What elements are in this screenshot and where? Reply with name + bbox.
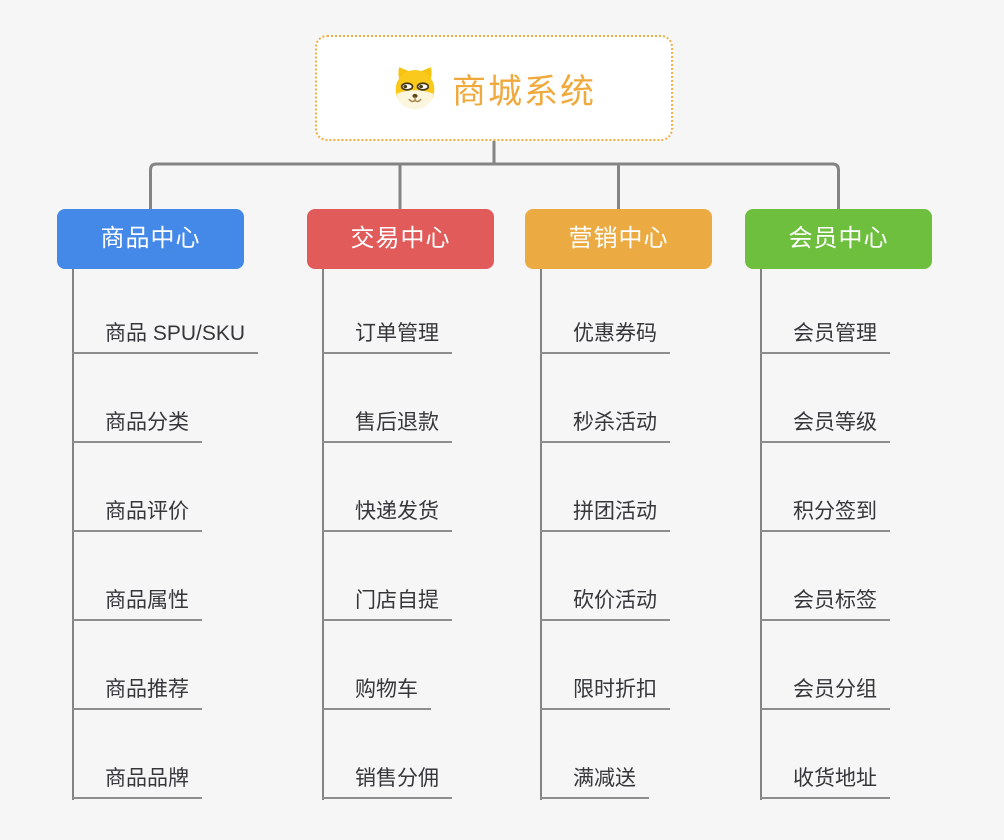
branch-spine	[760, 269, 762, 800]
branch-node-member-center[interactable]: 会员中心	[745, 209, 932, 269]
child-node[interactable]: 会员等级	[760, 410, 890, 443]
branch-column-goods: 商品中心 商品 SPU/SKU 商品分类 商品评价 商品属性 商品推荐 商品品牌	[57, 209, 307, 809]
child-node[interactable]: 商品分类	[72, 410, 202, 443]
branch-spine	[72, 269, 74, 800]
child-node[interactable]: 会员管理	[760, 321, 890, 354]
branch-column-trade: 交易中心 订单管理 售后退款 快递发货 门店自提 购物车 销售分佣	[307, 209, 557, 809]
branch-node-marketing-center[interactable]: 营销中心	[525, 209, 712, 269]
child-node[interactable]: 拼团活动	[540, 499, 670, 532]
child-node[interactable]: 积分签到	[760, 499, 890, 532]
child-node[interactable]: 门店自提	[322, 588, 452, 621]
doge-icon	[395, 67, 435, 109]
child-node[interactable]: 商品品牌	[72, 766, 202, 799]
root-node[interactable]: 商城系统	[315, 35, 673, 141]
child-node[interactable]: 商品属性	[72, 588, 202, 621]
child-node[interactable]: 满减送	[540, 766, 649, 799]
child-node[interactable]: 砍价活动	[540, 588, 670, 621]
child-node[interactable]: 快递发货	[322, 499, 452, 532]
branch-column-marketing: 营销中心 优惠券码 秒杀活动 拼团活动 砍价活动 限时折扣 满减送	[525, 209, 775, 809]
child-node[interactable]: 秒杀活动	[540, 410, 670, 443]
child-node[interactable]: 会员标签	[760, 588, 890, 621]
child-node[interactable]: 售后退款	[322, 410, 452, 443]
child-node[interactable]: 销售分佣	[322, 766, 452, 799]
branch-node-goods-center[interactable]: 商品中心	[57, 209, 244, 269]
child-node[interactable]: 订单管理	[322, 321, 452, 354]
child-node[interactable]: 优惠券码	[540, 321, 670, 354]
child-node[interactable]: 购物车	[322, 677, 431, 710]
child-node[interactable]: 商品评价	[72, 499, 202, 532]
child-node[interactable]: 商品推荐	[72, 677, 202, 710]
child-node[interactable]: 商品 SPU/SKU	[72, 321, 259, 354]
child-node[interactable]: 收货地址	[760, 766, 890, 799]
root-title: 商城系统	[452, 72, 596, 111]
branch-node-trade-center[interactable]: 交易中心	[307, 209, 494, 269]
branch-column-member: 会员中心 会员管理 会员等级 积分签到 会员标签 会员分组 收货地址	[745, 209, 995, 809]
branch-spine	[540, 269, 542, 800]
branch-spine	[322, 269, 324, 800]
child-node[interactable]: 会员分组	[760, 677, 890, 710]
child-node[interactable]: 限时折扣	[540, 677, 670, 710]
